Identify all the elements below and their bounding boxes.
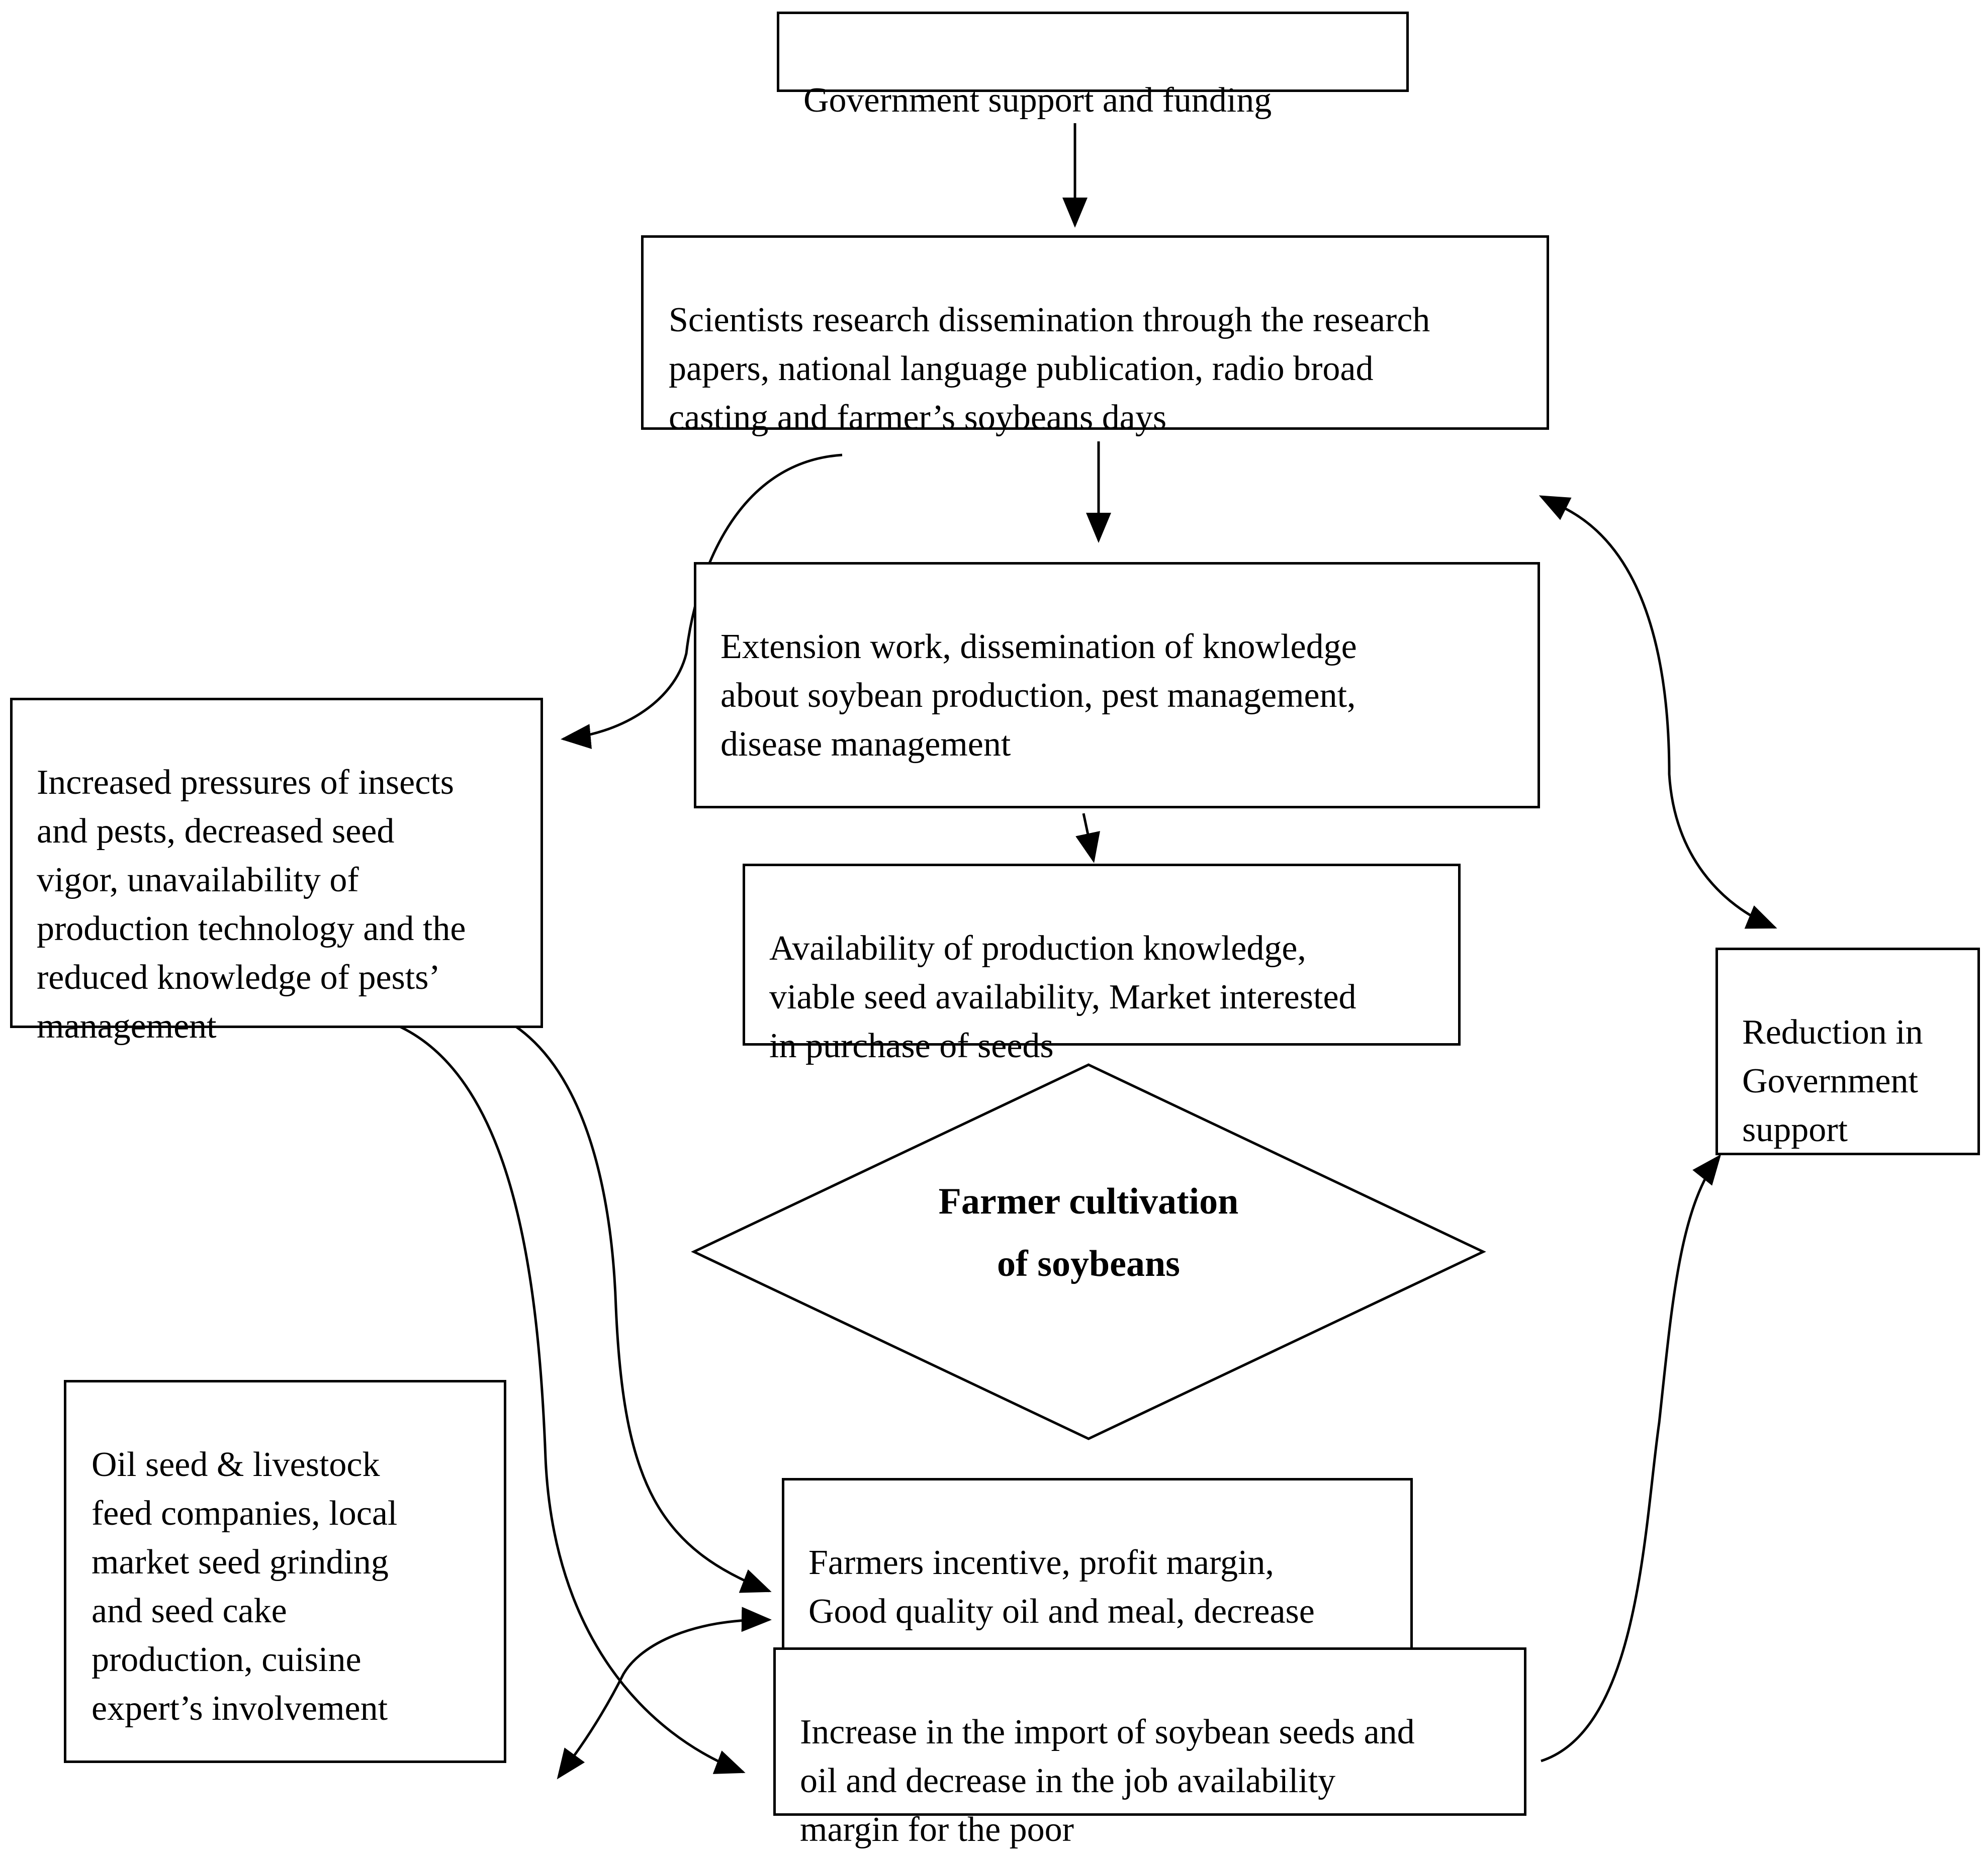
government-support-label: Government support and funding xyxy=(803,81,1272,120)
increase-import-box: Increase in the import of soybean seeds … xyxy=(773,1647,1526,1849)
arrow-oilseed-incentive xyxy=(557,1607,772,1780)
arrow-research-to-pressures xyxy=(561,453,843,749)
oil-seed-companies-label: Oil seed & livestock feed companies, loc… xyxy=(92,1445,398,1728)
government-support-box: Government support and funding xyxy=(777,12,1409,120)
farmers-incentive-box: Farmers incentive, profit margin, Good q… xyxy=(782,1478,1413,1680)
farmer-cultivation-label: Farmer cultivation of soybeans xyxy=(938,1181,1239,1284)
pressures-box: Increased pressures of insects and pests… xyxy=(10,698,543,1046)
availability-box: Availability of production knowledge, vi… xyxy=(743,864,1461,1065)
farmer-cultivation-diamond xyxy=(691,1063,1486,1440)
reduction-support-label: Reduction in Government support xyxy=(1742,1013,1923,1149)
extension-work-box: Extension work, dissemination of knowled… xyxy=(694,562,1540,808)
oil-seed-companies-box: Oil seed & livestock feed companies, loc… xyxy=(64,1380,506,1763)
farmers-incentive-label: Farmers incentive, profit margin, Good q… xyxy=(808,1543,1315,1680)
pressures-label: Increased pressures of insects and pests… xyxy=(37,763,466,1046)
arrow-pressures-to-incentive xyxy=(460,1003,772,1593)
arrow-extension-to-availability xyxy=(1075,813,1101,863)
arrow-import-to-reduction xyxy=(1541,1154,1722,1763)
arrow-reduction-feedback xyxy=(1539,495,1777,929)
reduction-support-box: Reduction in Government support xyxy=(1715,948,1980,1155)
availability-label: Availability of production knowledge, vi… xyxy=(769,929,1357,1065)
scientists-research-label: Scientists research dissemination throug… xyxy=(669,301,1430,437)
extension-work-label: Extension work, dissemination of knowled… xyxy=(720,627,1357,764)
scientists-research-box: Scientists research dissemination throug… xyxy=(641,235,1549,437)
increase-import-label: Increase in the import of soybean seeds … xyxy=(800,1713,1415,1849)
